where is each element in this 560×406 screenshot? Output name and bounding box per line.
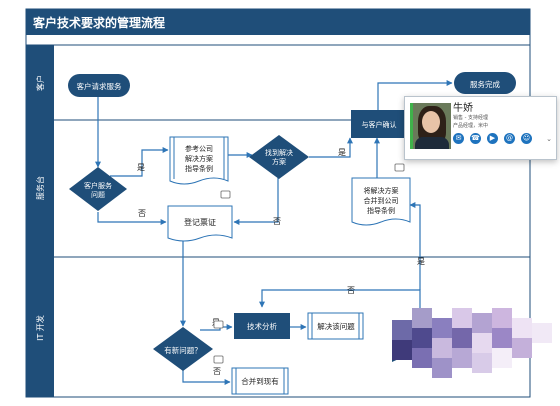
avatar-face [422,111,440,133]
pixelated-overlay [392,308,552,388]
contact-role: 销售 - 支持经理 [453,115,488,121]
title-bar [26,9,530,35]
lane-header-customer [26,45,54,120]
comment-icon [220,190,231,199]
contact-dept: 产品经理，米中 [453,123,489,129]
edge-label-yes: 是 [417,257,425,266]
chevron-down-icon[interactable]: ⌄ [546,135,552,143]
connector [409,202,421,290]
chat-icon[interactable]: ✉ [453,133,464,144]
document-label-line1: 将解决方案 [364,186,399,195]
start-node-customer-request [68,74,130,97]
phone-icon[interactable]: ☎ [470,133,481,144]
comment-icon [394,163,405,172]
process-solve-problem [307,312,364,340]
decision-found-solution [249,135,309,179]
video-icon[interactable]: ▶ [487,133,498,144]
edge-label-yes: 是 [338,148,346,157]
decision-label-line1: 客户服务 [84,181,112,190]
process-label: 解决该问题 [317,321,355,331]
process-merge-existing [231,367,289,395]
connector [110,147,169,177]
end-node-service-done [454,72,516,94]
document-merge-docs [351,177,411,226]
connector [182,366,231,385]
mail-icon[interactable]: @ [504,133,515,144]
edge-label-no: 否 [213,367,221,376]
decision-label-line2: 问题 [91,191,105,199]
connector [97,212,167,225]
comment-icon [213,320,224,329]
connector [377,80,453,110]
connector [200,324,233,331]
document-label-line3: 指导条例 [367,206,395,215]
start-node-label: 客户请求服务 [77,81,122,91]
document-label-line3: 指导条例 [185,164,213,173]
lane-header-service [26,120,54,257]
document-label-line2: 解决方案 [185,154,213,163]
process-tech-analysis [234,313,290,339]
process-confirm-customer [351,110,407,138]
contact-actions: ✉ ☎ ▶ @ ☺ [453,133,532,144]
contact-card[interactable]: 牛娇 销售 - 支持经理 产品经理，米中 ✉ ☎ ▶ @ ☺ ⌄ [404,96,557,160]
lane-label-it: IT 开发 [35,315,45,341]
contact-icon[interactable]: ☺ [521,133,532,144]
connector [233,178,279,225]
edge-label-yes: 是 [137,163,145,172]
document-label: 登记票证 [184,217,216,227]
process-label: 合并到现有 [241,376,279,386]
avatar[interactable] [410,103,451,149]
document-reference-docs [169,136,229,185]
decision-label: 有新问题？ [164,345,202,355]
document-register-ticket [167,205,233,242]
end-node-label: 服务完成 [470,79,500,89]
decision-service-issue [69,167,127,211]
edge-label-no: 否 [138,209,146,218]
connector [309,137,353,158]
comment-icon [213,355,224,364]
document-label-line2: 合并到公司 [364,196,399,205]
lane-label-customer: 客户 [35,75,45,91]
lane-header-it [26,257,54,397]
contact-name: 牛娇 [453,103,473,114]
lane-label-service: 服务台 [35,176,45,200]
diagram-title: 客户技术要求的管理流程 [32,15,165,30]
process-label: 技术分析 [247,321,277,331]
decision-label-line2: 方案 [272,157,286,166]
decision-new-problem [153,327,213,371]
avatar-body [415,137,449,149]
process-label: 与客户确认 [362,120,397,129]
document-label-line1: 参考公司 [185,144,213,153]
decision-label-line1: 找到解决 [265,148,293,157]
edge-label-no: 否 [273,217,281,226]
edge-label-no: 否 [347,286,355,295]
